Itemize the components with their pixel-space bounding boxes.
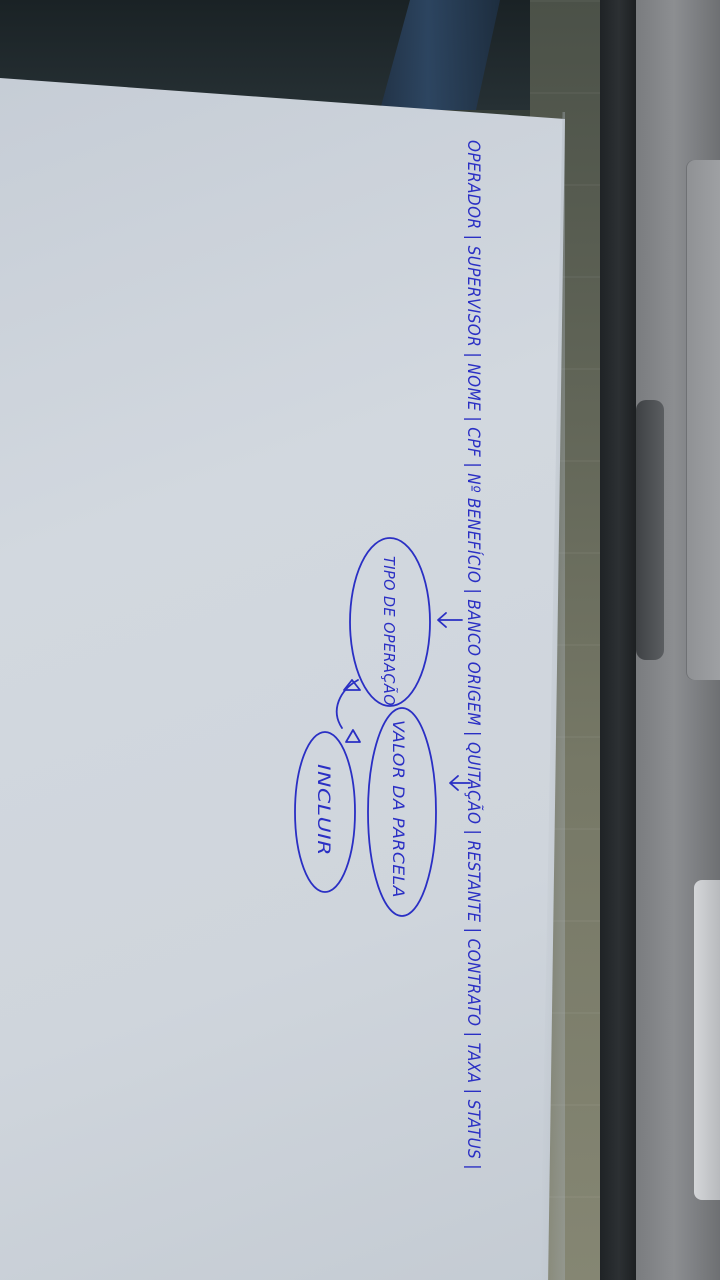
bubble-incluir-label: INCLUIR [313, 764, 333, 856]
arrow-to-tipo [437, 612, 463, 628]
bubble-tipo-label: TIPO DE OPERAÇÃO [380, 556, 399, 706]
laptop-hinge [636, 400, 664, 660]
bubble-valor-outline [367, 707, 437, 917]
loop-arrow-left [335, 679, 359, 729]
laptop-edge [600, 0, 638, 1280]
laptop-touchpad [686, 160, 720, 680]
bubble-incluir-outline [294, 731, 356, 893]
laptop-screen-corner [694, 880, 720, 1200]
loop-arrow-left-head [343, 679, 361, 691]
bubble-tipo-outline [349, 537, 431, 707]
loop-arrow-right-head [345, 729, 361, 743]
bubble-valor-label: VALOR DA PARCELA [389, 720, 408, 898]
paper-sheet [0, 78, 565, 1280]
header-line: OPERADOR | SUPERVISOR | NOME | CPF | Nº … [463, 140, 485, 1170]
arrow-to-valor [449, 775, 471, 791]
